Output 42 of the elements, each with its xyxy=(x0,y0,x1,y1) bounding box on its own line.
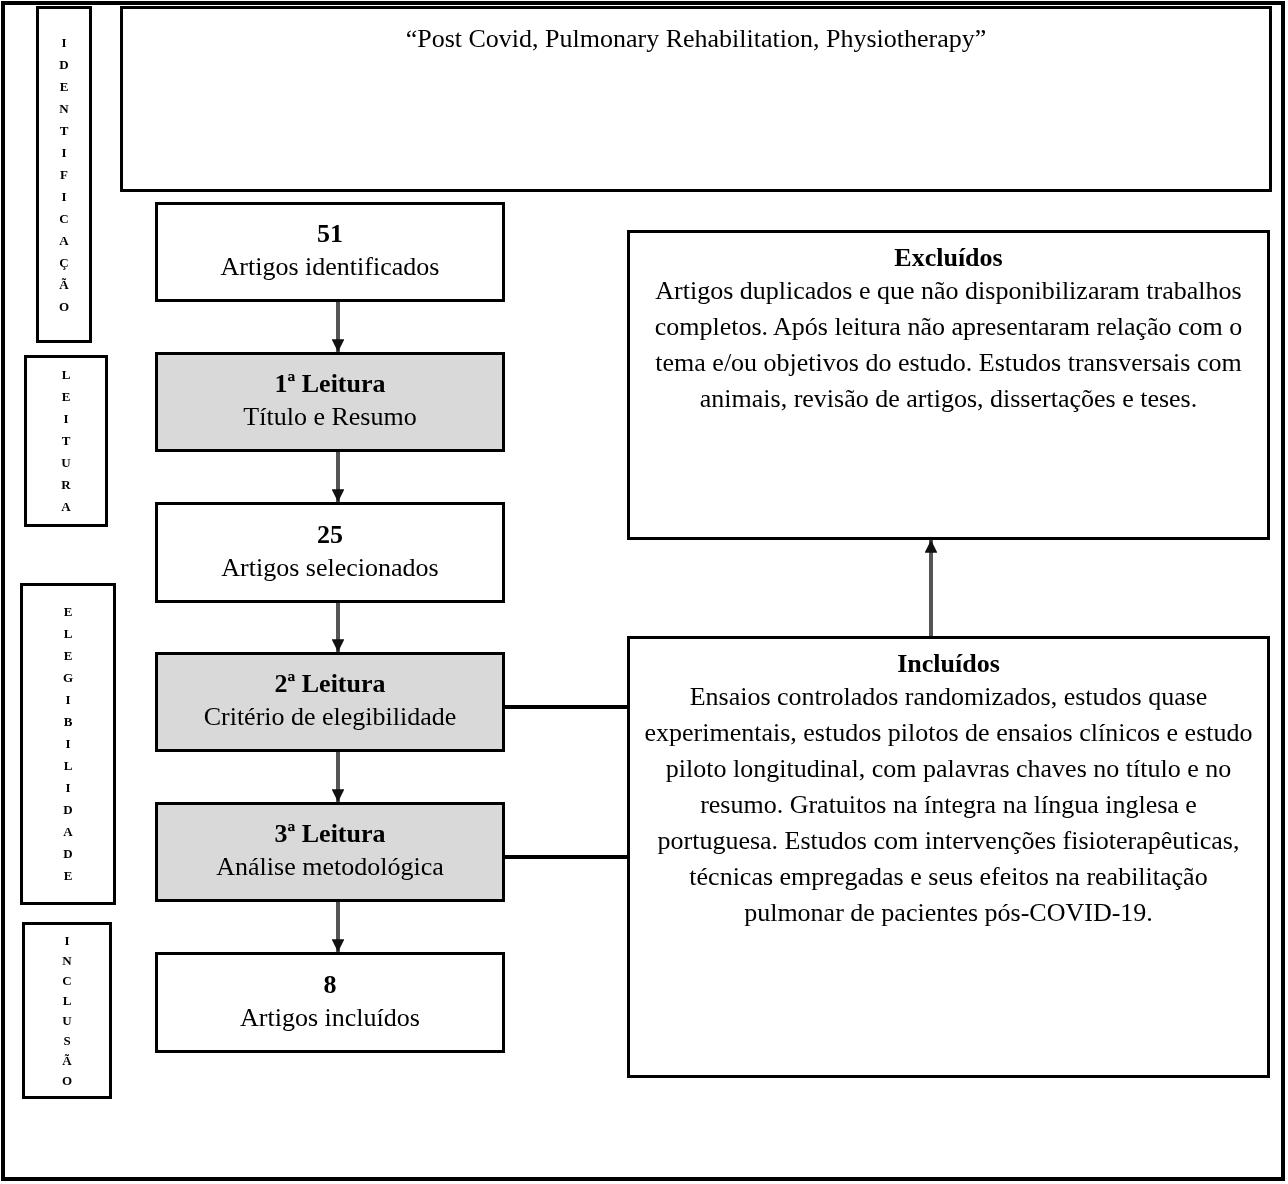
arrow xyxy=(331,902,345,952)
box-text: Artigos selecionados xyxy=(221,551,439,584)
stage-label-box xyxy=(36,6,92,343)
stage-label-box xyxy=(24,355,108,527)
box-text: Artigos duplicados e que não disponibilizaram trabalhos completos. Após leitura não apresentaram relação com o tema e/ou objetivos do estudo. Estudos transversais com animais, revisão de artigos, dissertações e teses. xyxy=(653,275,1244,415)
stage-label: ELEGIBILIDADE xyxy=(62,603,74,885)
box-text: Título e Resumo xyxy=(243,401,417,433)
connector-line xyxy=(505,705,627,709)
process-box xyxy=(155,202,505,302)
box-heading: 51 xyxy=(317,219,343,249)
process-box xyxy=(627,230,1270,540)
box-heading: 1ª Leitura xyxy=(274,369,386,399)
stage-label: INCLUSÃO xyxy=(61,931,73,1090)
box-heading: 3ª Leitura xyxy=(274,819,386,849)
reading-step-box xyxy=(155,802,505,902)
arrow xyxy=(331,603,345,652)
box-heading: 8 xyxy=(323,969,337,1000)
process-box xyxy=(155,502,505,603)
box-text: Análise metodológica xyxy=(216,851,444,883)
box-text: Artigos identificados xyxy=(220,251,440,283)
box-text: Ensaios controlados randomizados, estudos quase experimentais, estudos pilotos de ensaios clínicos e estudo piloto longitudinal, com palavras chaves no título e no resumo. Gratuitos na íntegra na língua inglesa e portuguesa. Estudos com intervenções fisioterapêuticas, técnicas empregadas e seus efeitos na reabilitação pulmonar de pacientes pós-COVID-19. xyxy=(644,681,1253,929)
reading-step-box xyxy=(155,652,505,752)
stage-label: LEITURA xyxy=(60,366,72,516)
box-heading: Excluídos xyxy=(894,243,1003,273)
stage-label-box xyxy=(20,583,116,905)
arrow xyxy=(331,752,345,802)
stage-label: IDENTIFICAÇÃO xyxy=(58,33,70,316)
process-box xyxy=(627,636,1270,1078)
box-heading: 2ª Leitura xyxy=(274,669,386,699)
box-text: “Post Covid, Pulmonary Rehabilitation, Physiotherapy” xyxy=(405,23,987,55)
process-box xyxy=(120,6,1272,192)
arrow xyxy=(331,302,345,352)
box-text: Critério de elegibilidade xyxy=(203,701,457,733)
arrow xyxy=(331,452,345,502)
process-box xyxy=(155,952,505,1053)
stage-label-box xyxy=(22,922,112,1099)
reading-step-box xyxy=(155,352,505,452)
connector-line xyxy=(505,855,627,859)
arrow xyxy=(924,540,938,636)
box-heading: Incluídos xyxy=(897,649,1000,679)
box-text: Artigos incluídos xyxy=(240,1001,420,1034)
box-heading: 25 xyxy=(317,519,343,550)
